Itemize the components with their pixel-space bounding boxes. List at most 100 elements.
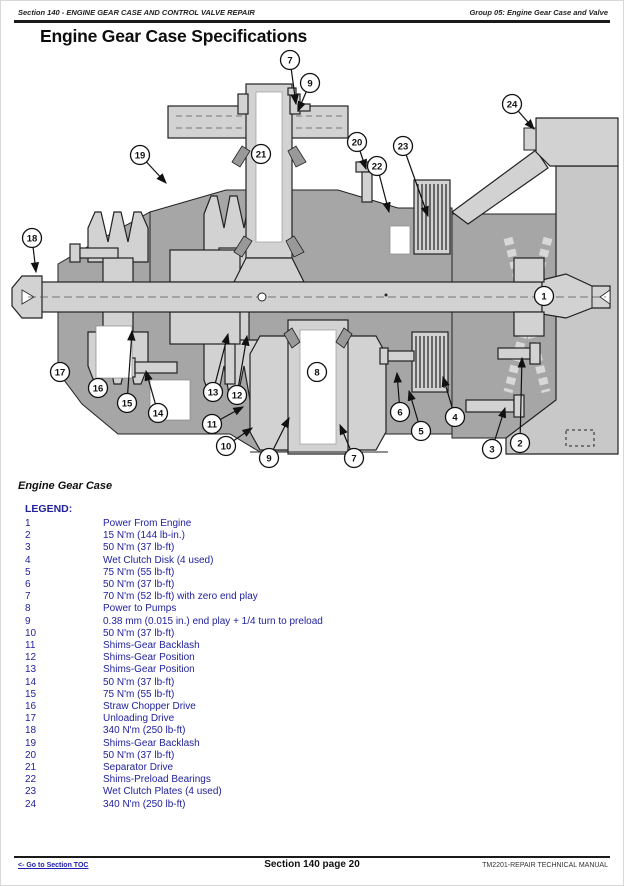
legend-item: 24 340 N'm (250 lb-ft) bbox=[25, 799, 585, 811]
legend-item: 12 Shims-Gear Position bbox=[25, 652, 585, 664]
legend-item-desc: 50 N'm (37 lb-ft) bbox=[103, 627, 175, 639]
callout-number-10: 10 bbox=[221, 441, 232, 452]
legend-item-desc: 50 N'm (37 lb-ft) bbox=[103, 579, 175, 591]
callout-number-11: 11 bbox=[207, 419, 218, 430]
callout-circle-11 bbox=[201, 413, 223, 435]
legend-item: 2 15 N'm (144 lb-in.) bbox=[25, 530, 585, 542]
legend-item-desc: 340 N'm (250 lb-ft) bbox=[103, 725, 186, 737]
legend-item-desc: Wet Clutch Disk (4 used) bbox=[103, 554, 214, 566]
callout-circle-22 bbox=[366, 155, 388, 177]
legend-heading: LEGEND: bbox=[25, 503, 73, 515]
legend-item-desc: Shims-Preload Bearings bbox=[103, 774, 211, 786]
callout-circle-7 bbox=[279, 49, 301, 71]
legend-item-number: 3 bbox=[25, 542, 31, 554]
legend-item-number: 21 bbox=[25, 762, 37, 774]
legend-item: 13 Shims-Gear Position bbox=[25, 664, 585, 676]
callout-circle-7 bbox=[343, 447, 365, 469]
legend-item: 7 70 N'm (52 lb-ft) with zero end play bbox=[25, 591, 585, 603]
legend-item: 20 50 N'm (37 lb-ft) bbox=[25, 750, 585, 762]
legend-item-number: 11 bbox=[25, 640, 36, 652]
legend-item: 22 Shims-Preload Bearings bbox=[25, 774, 585, 786]
callout-number-13: 13 bbox=[208, 387, 219, 398]
running-header-left: Section 140 - ENGINE GEAR CASE AND CONTR… bbox=[18, 8, 255, 17]
legend-item-desc: Shims-Gear Position bbox=[103, 664, 195, 676]
legend-item: 9 0.38 mm (0.015 in.) end play + 1/4 tur… bbox=[25, 616, 585, 628]
callout-circle-21 bbox=[250, 143, 272, 165]
legend-item-number: 9 bbox=[25, 615, 31, 627]
callout-number-14: 14 bbox=[153, 408, 164, 419]
callout-circle-14 bbox=[147, 402, 169, 424]
callout-number-24: 24 bbox=[507, 99, 518, 110]
legend-item: 19 Shims-Gear Backlash bbox=[25, 738, 585, 750]
legend-item-desc: 50 N'm (37 lb-ft) bbox=[103, 749, 175, 761]
wet-clutch-disk bbox=[411, 331, 449, 393]
callout-number-21: 21 bbox=[256, 149, 267, 160]
footer-rule bbox=[14, 856, 610, 858]
legend-item-desc: Wet Clutch Plates (4 used) bbox=[103, 786, 222, 798]
go-to-section-toc-link[interactable]: <- Go to Section TOC bbox=[18, 862, 89, 869]
legend-item-number: 18 bbox=[25, 725, 37, 737]
callout-number-16: 16 bbox=[93, 383, 104, 394]
legend-rows: 1 Power From Engine 2 15 N'm (144 lb-in.… bbox=[25, 518, 585, 811]
callout-number-22: 22 bbox=[372, 161, 383, 172]
callout-circle-4 bbox=[444, 406, 466, 428]
legend-item-number: 1 bbox=[25, 518, 31, 529]
details bbox=[28, 115, 606, 453]
legend-item-desc: 0.38 mm (0.015 in.) end play + 1/4 turn … bbox=[103, 615, 323, 627]
legend-item-number: 15 bbox=[25, 688, 37, 700]
callout-number-8: 8 bbox=[314, 367, 319, 378]
legend-item-number: 19 bbox=[25, 737, 37, 749]
callout-circle-13 bbox=[202, 381, 224, 403]
legend-item: 4 Wet Clutch Disk (4 used) bbox=[25, 555, 585, 567]
legend-item: 14 50 N'm (37 lb-ft) bbox=[25, 677, 585, 689]
callout-number-3: 3 bbox=[489, 444, 494, 455]
legend-item-desc: Shims-Gear Backlash bbox=[103, 737, 200, 749]
legend-item-number: 14 bbox=[25, 676, 37, 688]
legend-item-desc: 15 N'm (144 lb-in.) bbox=[103, 530, 185, 542]
callout-number-1: 1 bbox=[541, 291, 547, 302]
page-title: Engine Gear Case Specifications bbox=[40, 26, 308, 46]
callout-number-23: 23 bbox=[398, 141, 409, 152]
legend-item: 23 Wet Clutch Plates (4 used) bbox=[25, 786, 585, 798]
legend-item-number: 22 bbox=[25, 774, 37, 786]
callout-circle-18 bbox=[21, 227, 43, 249]
callout-circle-9 bbox=[258, 447, 280, 469]
input-shaft bbox=[541, 273, 611, 319]
legend-item-desc: Shims-Gear Backlash bbox=[103, 640, 200, 652]
engine-gear-case-diagram: 7924192023212218117168131215141164510239… bbox=[11, 49, 619, 469]
callout-circle-9 bbox=[299, 72, 321, 94]
callout-number-7: 7 bbox=[351, 453, 356, 464]
callout-number-5: 5 bbox=[418, 426, 424, 437]
bearing-icons bbox=[231, 145, 353, 349]
legend-item: 6 50 N'm (37 lb-ft) bbox=[25, 579, 585, 591]
callout-number-2: 2 bbox=[517, 438, 522, 449]
figure-caption: Engine Gear Case bbox=[18, 480, 113, 492]
footer-page-number: Section 140 page 20 bbox=[264, 859, 360, 870]
legend-item-desc: 50 N'm (37 lb-ft) bbox=[103, 676, 175, 688]
callout-circle-16 bbox=[87, 377, 109, 399]
callout-circle-12 bbox=[226, 384, 248, 406]
callout-circle-3 bbox=[481, 438, 503, 460]
callout-number-19: 19 bbox=[135, 150, 146, 161]
callout-leader-15 bbox=[126, 329, 136, 404]
legend-item: 8 Power to Pumps bbox=[25, 603, 585, 615]
callout-circle-2 bbox=[509, 432, 531, 454]
legend-item: 21 Separator Drive bbox=[25, 762, 585, 774]
callout-number-4: 4 bbox=[452, 412, 458, 423]
callout-circle-23 bbox=[392, 135, 414, 157]
legend-item-number: 23 bbox=[25, 786, 37, 798]
legend-item-number: 24 bbox=[25, 798, 37, 810]
legend-item-number: 10 bbox=[25, 627, 37, 639]
legend-item-desc: 75 N'm (55 lb-ft) bbox=[103, 688, 175, 700]
legend-item-desc: Power From Engine bbox=[103, 518, 192, 529]
legend-item-desc: 75 N'm (55 lb-ft) bbox=[103, 566, 175, 578]
legend-item: 15 75 N'm (55 lb-ft) bbox=[25, 689, 585, 701]
callout-circle-19 bbox=[129, 144, 151, 166]
legend-item-number: 5 bbox=[25, 566, 31, 578]
legend-item-number: 16 bbox=[25, 701, 37, 713]
footer-manual-id: TM2201-REPAIR TECHNICAL MANUAL bbox=[482, 862, 608, 869]
legend-item-number: 12 bbox=[25, 652, 37, 664]
legend-item-number: 6 bbox=[25, 579, 31, 591]
legend-item-number: 2 bbox=[25, 530, 31, 542]
legend-item-number: 4 bbox=[25, 554, 31, 566]
